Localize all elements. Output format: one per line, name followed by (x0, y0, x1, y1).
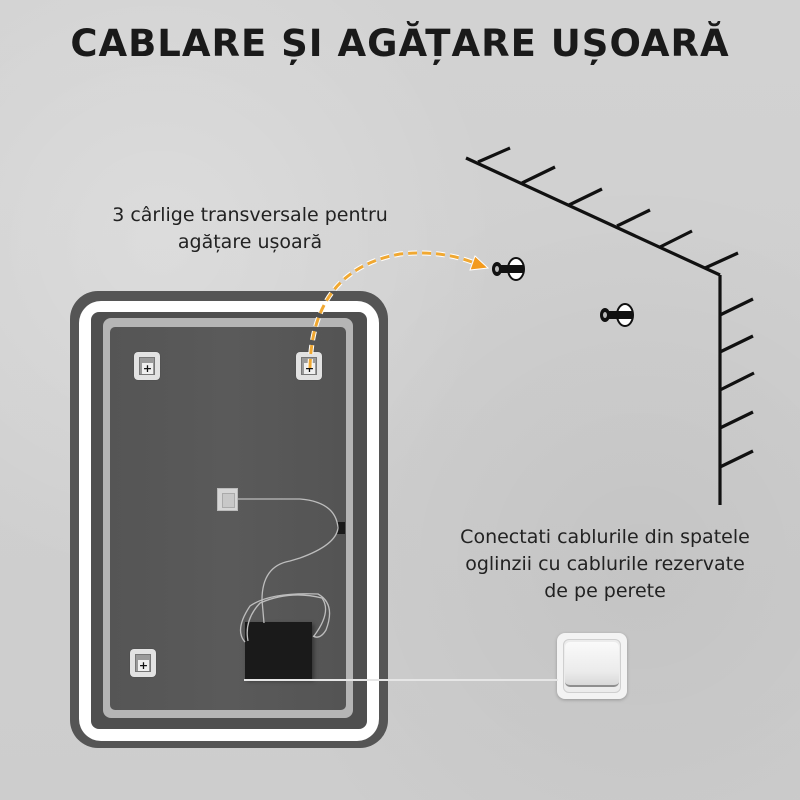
hook-arrow-icon (307, 250, 490, 369)
cables-caption-line-3: de pe perete (544, 580, 666, 602)
cables-caption: Conectati cablurile din spatele oglinzii… (415, 524, 795, 605)
wall-screw-2-icon (600, 303, 634, 327)
hooks-caption-line-2: agățare ușoară (177, 231, 323, 253)
wall-screw-1-icon (492, 257, 525, 281)
plus-icon: + (304, 362, 315, 375)
led-driver-box (245, 622, 312, 679)
plus-icon: + (142, 362, 153, 375)
hook-slot-bottom-left: + (130, 649, 156, 677)
internal-wiring (238, 498, 339, 643)
wall-corner-hatch-icon (465, 146, 755, 505)
hooks-caption: 3 cârlige transversale pentru agățare uș… (60, 202, 440, 256)
cables-caption-line-1: Conectati cablurile din spatele (460, 526, 750, 548)
hook-slot-top-left: + (134, 352, 160, 380)
hooks-caption-line-1: 3 cârlige transversale pentru (112, 204, 388, 226)
wall-switch-icon (557, 633, 627, 699)
hook-slot-top-right: + (296, 352, 322, 380)
page-title: CABLARE ȘI AGĂȚARE UȘOARĂ (70, 22, 730, 65)
cable-clip-icon (337, 522, 345, 534)
touch-sensor-icon (217, 488, 238, 511)
plus-icon: + (138, 659, 149, 672)
cables-caption-line-2: oglinzii cu cablurile rezervate (465, 553, 745, 575)
